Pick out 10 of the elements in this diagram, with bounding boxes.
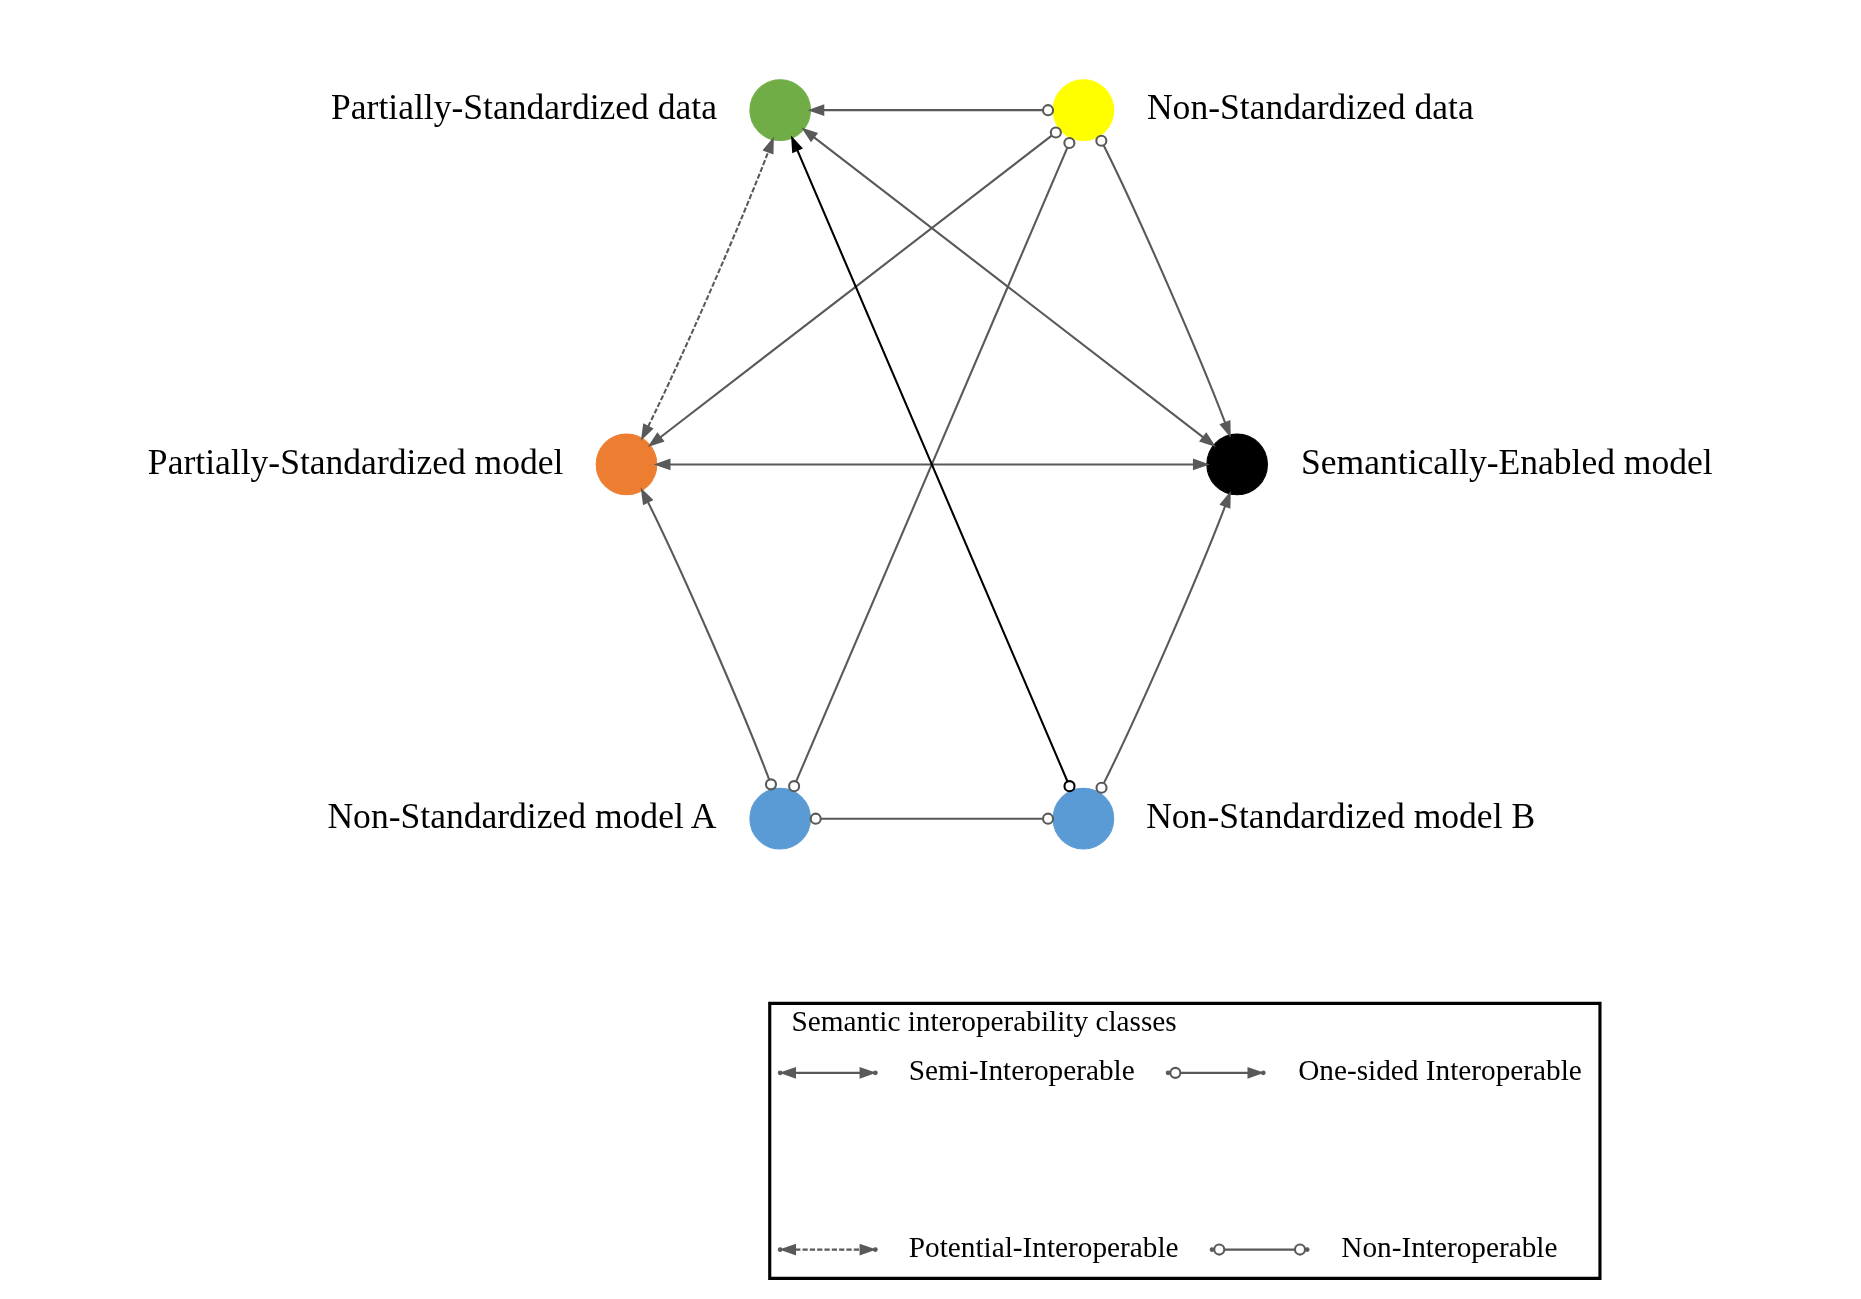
- legend-label: Potential-Interoperable: [908, 1230, 1179, 1263]
- legend-label: Semi-Interoperable: [908, 1054, 1135, 1087]
- legend-label: Non-Interoperable: [1341, 1230, 1558, 1263]
- node-label: Non-Standardized model B: [1146, 795, 1536, 836]
- node-label: Non-Standardized model A: [327, 795, 717, 836]
- legend-label: One-sided Interoperable: [1298, 1054, 1582, 1087]
- node-label: Partially-Standardized data: [331, 87, 717, 128]
- node-label: Non-Standardized data: [1146, 87, 1474, 128]
- node-label: Semantically-Enabled model: [1301, 441, 1713, 482]
- node-label: Partially-Standardized model: [147, 441, 564, 482]
